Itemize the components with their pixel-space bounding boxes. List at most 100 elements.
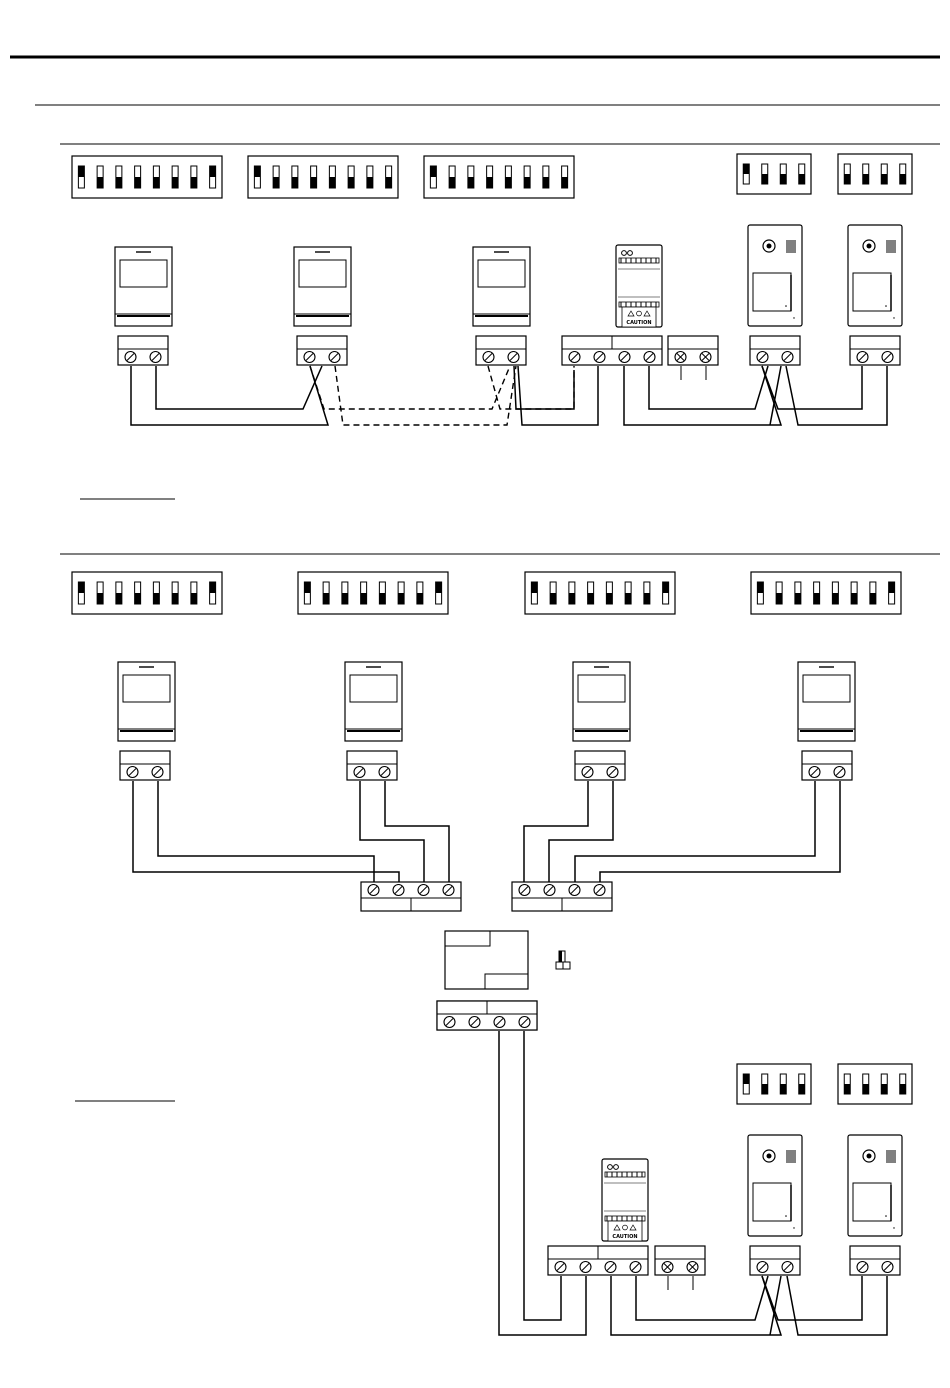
dip-lever-knob <box>361 593 367 604</box>
wire <box>600 781 840 882</box>
dip-lever-knob <box>757 582 763 593</box>
wire <box>624 366 781 425</box>
terminal-block <box>361 882 461 911</box>
wire <box>385 781 449 882</box>
dip-switch-lever <box>776 582 782 604</box>
dip-lever-knob <box>210 166 216 177</box>
dip-switch-lever <box>487 166 493 188</box>
camera-lens <box>867 1154 872 1159</box>
dip-lever-knob <box>562 177 568 188</box>
dip-lever-knob <box>743 164 749 174</box>
monitor-screen <box>299 260 346 287</box>
dip-switch-lever <box>191 166 197 188</box>
dip-switch-lever <box>153 166 159 188</box>
power-supply-device: CAUTION <box>602 1159 648 1241</box>
dip-switch-lever <box>191 582 197 604</box>
psu-led-icon <box>608 1165 613 1170</box>
dip-lever-knob <box>97 177 103 188</box>
monitor-device <box>798 662 855 741</box>
terminal-block <box>575 751 625 780</box>
dip-switch-lever <box>97 166 103 188</box>
dip-switch-frame <box>72 572 222 614</box>
dip-lever-knob <box>762 174 768 184</box>
dip-switch-frame <box>751 572 901 614</box>
dip-lever-knob <box>172 177 178 188</box>
dip-switch-lever <box>799 164 805 184</box>
dip-lever-knob <box>851 593 857 604</box>
wire <box>524 781 588 882</box>
dip-switch-lever <box>172 582 178 604</box>
jumper-icon <box>556 951 570 969</box>
terminal-block <box>118 336 168 365</box>
dip-switch-lever <box>329 166 335 188</box>
terminal-group <box>118 336 900 1275</box>
wire <box>131 366 328 425</box>
dip-lever-knob <box>210 582 216 593</box>
dip-lever-knob <box>550 593 556 604</box>
dip-lever-knob <box>172 593 178 604</box>
dip-lever-knob <box>487 177 493 188</box>
dip-switch-lever <box>762 164 768 184</box>
dip-switch-lever <box>304 582 310 604</box>
wire <box>488 366 574 409</box>
terminal-block <box>476 336 526 365</box>
dip-switch-lever <box>844 1074 850 1094</box>
psu-led-icon <box>622 251 627 256</box>
caution-label: CAUTION <box>612 1234 637 1240</box>
monitor-device <box>573 662 630 741</box>
dip-lever-knob <box>743 1074 749 1084</box>
wire <box>514 366 574 409</box>
wire <box>310 366 510 409</box>
button-led <box>785 1215 787 1217</box>
terminal-block <box>750 336 800 365</box>
dip-lever-knob <box>78 582 84 593</box>
dip-switch-lever <box>116 166 122 188</box>
monitor-device <box>115 247 172 326</box>
monitor-buttons-strip <box>117 315 170 317</box>
dip-lever-knob <box>398 593 404 604</box>
dip-switch-lever <box>135 582 141 604</box>
dip-lever-knob <box>844 1084 850 1094</box>
dip-switch-frame <box>525 572 675 614</box>
dip-lever-knob <box>367 177 373 188</box>
dip-switch-lever <box>254 166 260 188</box>
dip-switch-lever <box>588 582 594 604</box>
monitor-screen <box>350 675 397 702</box>
dip-lever-knob <box>780 174 786 184</box>
psu-led-icon <box>614 1165 619 1170</box>
dip-switch-lever <box>430 166 436 188</box>
dip-switch-lever <box>398 582 404 604</box>
dip-lever-knob <box>762 1084 768 1094</box>
wire <box>518 366 598 425</box>
monitor-buttons-strip <box>800 730 853 732</box>
button-led <box>885 1215 887 1217</box>
dip-lever-knob <box>191 177 197 188</box>
dip-lever-knob <box>430 166 436 177</box>
dip-lever-knob <box>881 1084 887 1094</box>
dip-lever-knob <box>625 593 631 604</box>
dip-lever-knob <box>97 593 103 604</box>
dip-lever-knob <box>844 174 850 184</box>
dip-switch-lever <box>449 166 455 188</box>
terminal-frame <box>750 336 800 365</box>
dip8-s2-4 <box>751 572 901 614</box>
dip-switch-lever <box>531 582 537 604</box>
dip-lever-knob <box>881 174 887 184</box>
dip-lever-knob <box>153 593 159 604</box>
dip8-s2-2 <box>298 572 448 614</box>
dip-switch-lever <box>361 582 367 604</box>
jumper-fill <box>559 951 562 962</box>
dip-lever-knob <box>191 593 197 604</box>
dip-switch-lever <box>900 164 906 184</box>
dip-switch-lever <box>342 582 348 604</box>
dip-lever-knob <box>776 593 782 604</box>
dip-switch-lever <box>379 582 385 604</box>
dip-switch-lever <box>799 1074 805 1094</box>
terminal-block <box>655 1246 705 1275</box>
dip-switch-lever <box>367 166 373 188</box>
camera-lens <box>867 244 872 249</box>
monitor-buttons-strip <box>575 730 628 732</box>
panel-screw <box>893 317 894 318</box>
dip-switch-lever <box>543 166 549 188</box>
